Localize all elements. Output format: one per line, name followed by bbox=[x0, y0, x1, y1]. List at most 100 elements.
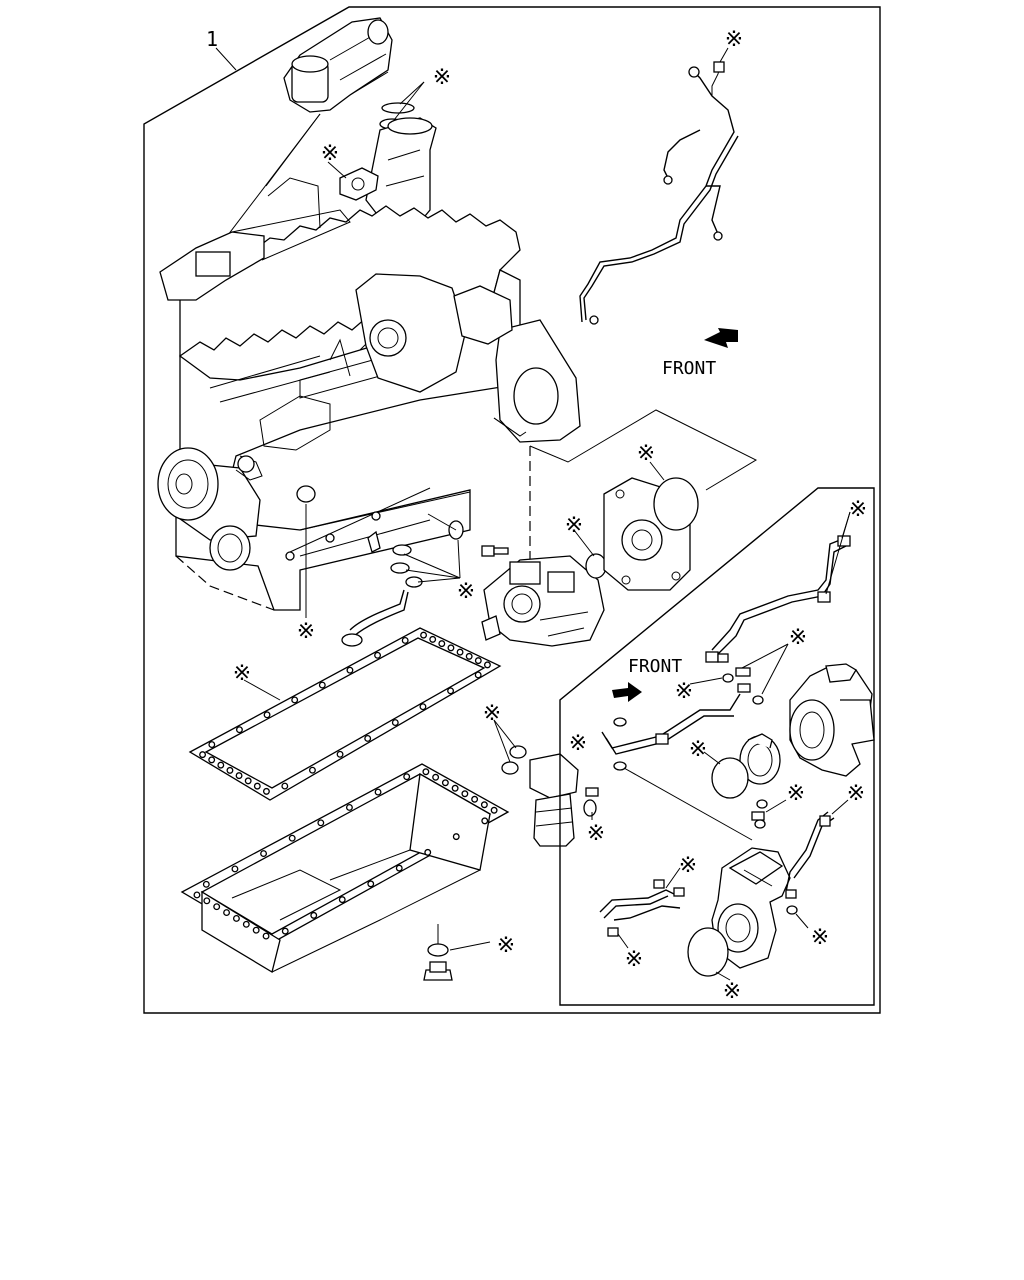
asterisk-marker: ※ bbox=[233, 661, 251, 686]
bolt-hole bbox=[208, 741, 216, 749]
turbo-oil-feed-pipe bbox=[705, 535, 851, 663]
oil-pipe bbox=[341, 589, 409, 647]
bolt-hole bbox=[364, 734, 372, 742]
bolt-hole bbox=[288, 834, 296, 842]
bolt-hole bbox=[447, 687, 455, 695]
bolt-hole bbox=[346, 666, 354, 674]
compressor-pipes bbox=[599, 799, 835, 937]
bolt-hole bbox=[223, 909, 231, 917]
bolt-hole bbox=[465, 652, 473, 660]
drain-plug-gasket bbox=[427, 943, 449, 957]
injection-pump bbox=[481, 555, 605, 647]
asterisk-markers: ※※※※※※※※※※※※※※※※※※※※※※ bbox=[233, 27, 867, 1004]
compressor-o-ring bbox=[687, 927, 729, 977]
bolt-hole bbox=[199, 751, 207, 759]
bolt-hole bbox=[345, 803, 353, 811]
bolt-hole bbox=[203, 897, 211, 905]
bolt-hole bbox=[451, 784, 459, 792]
asterisk-marker: ※ bbox=[789, 625, 807, 650]
front-label-inset: FRONT bbox=[628, 656, 682, 677]
bolt-hole bbox=[432, 773, 440, 781]
pump-flange-o-ring bbox=[585, 553, 607, 579]
asterisk-marker: ※ bbox=[811, 925, 829, 950]
asterisk-marker: ※ bbox=[321, 141, 339, 166]
bolt-hole bbox=[318, 681, 326, 689]
asterisk-marker: ※ bbox=[297, 619, 315, 644]
asterisk-marker: ※ bbox=[847, 781, 865, 806]
drain-plug bbox=[423, 961, 453, 981]
front-label-top: FRONT bbox=[662, 358, 716, 379]
asterisk-marker: ※ bbox=[689, 737, 707, 762]
bolt-hole bbox=[253, 782, 261, 790]
asterisk-marker: ※ bbox=[433, 65, 451, 90]
bolt-hole bbox=[281, 927, 289, 935]
asterisk-marker: ※ bbox=[849, 497, 867, 522]
bolt-hole bbox=[367, 880, 375, 888]
bolt-hole bbox=[429, 635, 437, 643]
bolt-hole bbox=[419, 703, 427, 711]
intake-elbow bbox=[365, 117, 437, 223]
bolt-hole bbox=[232, 914, 240, 922]
bolt-hole bbox=[374, 651, 382, 659]
bolt-hole bbox=[336, 750, 344, 758]
asterisk-marker: ※ bbox=[725, 27, 743, 52]
bolt-hole bbox=[262, 932, 270, 940]
turbo-water-pipe bbox=[601, 693, 741, 771]
bolt-hole bbox=[447, 644, 455, 652]
bolt-hole bbox=[420, 631, 428, 639]
bolt-hole bbox=[422, 768, 430, 776]
turbo-fittings bbox=[717, 653, 764, 705]
turbocharger bbox=[789, 663, 875, 777]
bolt-hole bbox=[263, 711, 271, 719]
egr-valve-assembly bbox=[283, 17, 393, 113]
kit-frame-outline bbox=[143, 6, 881, 1014]
bolt-hole bbox=[260, 850, 268, 858]
bolt-hole bbox=[424, 848, 432, 856]
bolt-hole bbox=[474, 657, 482, 665]
fuel-injection-lines bbox=[579, 61, 739, 325]
bolt-hole bbox=[235, 772, 243, 780]
asterisk-marker: ※ bbox=[787, 781, 805, 806]
bolt-hole bbox=[235, 726, 243, 734]
oil-pan-gasket bbox=[188, 627, 502, 801]
bolt-hole bbox=[403, 773, 411, 781]
bolt-hole bbox=[452, 833, 460, 841]
front-arrow-top-icon bbox=[704, 328, 738, 348]
asterisk-marker: ※ bbox=[497, 933, 515, 958]
asterisk-marker: ※ bbox=[569, 731, 587, 756]
asterisk-marker: ※ bbox=[637, 441, 655, 466]
asterisk-marker: ※ bbox=[587, 821, 605, 846]
bolt-hole bbox=[480, 801, 488, 809]
bolt-hole bbox=[193, 891, 201, 899]
bolt-hole bbox=[461, 790, 469, 798]
bolt-hole bbox=[226, 766, 234, 774]
bolt-hole bbox=[374, 788, 382, 796]
banjo-bolt bbox=[481, 545, 509, 557]
bolt-hole bbox=[202, 880, 210, 888]
bolt-hole bbox=[217, 761, 225, 769]
asterisk-marker: ※ bbox=[483, 701, 501, 726]
asterisk-marker: ※ bbox=[675, 679, 693, 704]
bolt-hole bbox=[490, 806, 498, 814]
bolt-hole bbox=[242, 920, 250, 928]
bolt-hole bbox=[338, 896, 346, 904]
bolt-hole bbox=[401, 636, 409, 644]
asterisk-marker: ※ bbox=[565, 513, 583, 538]
intake-flange-gasket bbox=[339, 167, 379, 201]
bolt-hole bbox=[474, 671, 482, 679]
block-o-ring bbox=[296, 485, 316, 503]
asterisk-marker: ※ bbox=[625, 947, 643, 972]
bolt-hole bbox=[208, 756, 216, 764]
oil-gallery-line bbox=[285, 487, 431, 561]
bolt-hole bbox=[291, 696, 299, 704]
bolt-hole bbox=[252, 926, 260, 934]
front-arrow-inset-icon bbox=[612, 682, 642, 702]
bolt-hole bbox=[481, 817, 489, 825]
bolt-hole bbox=[310, 911, 318, 919]
oil-filter-assembly bbox=[501, 745, 599, 847]
bolt-hole bbox=[441, 779, 449, 787]
pump-o-rings bbox=[367, 513, 464, 588]
flange-o-ring-large bbox=[653, 477, 699, 531]
asterisk-marker: ※ bbox=[723, 979, 741, 1004]
